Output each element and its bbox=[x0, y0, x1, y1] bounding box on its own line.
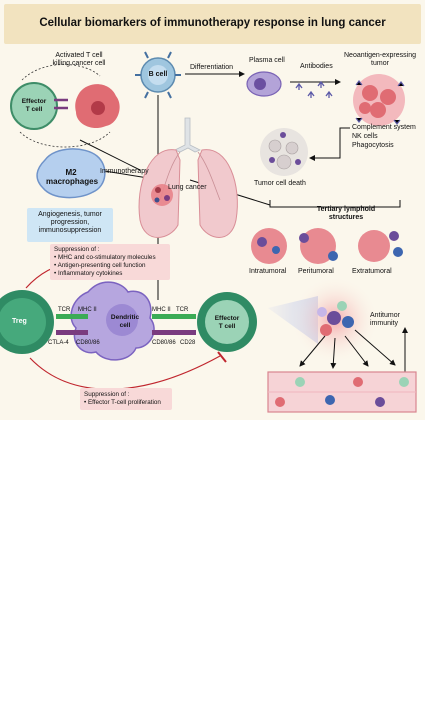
mhc-ii-right-label: MHC II bbox=[152, 307, 171, 313]
cd28-label: CD28 bbox=[180, 340, 196, 346]
effector-t-cell-killing-illustration bbox=[10, 64, 120, 148]
tcr-right-label: TCR bbox=[176, 307, 189, 313]
extratumoral-label: Extratumoral bbox=[352, 268, 392, 275]
figure-title: Cellular biomarkers of immunotherapy res… bbox=[39, 17, 386, 29]
suppression-box-bottom: Suppression of : • Effector T-cell proli… bbox=[80, 388, 172, 410]
ctla4-label: CTLA-4 bbox=[48, 340, 69, 346]
effector-t-cell-bottom-illustration bbox=[197, 292, 257, 352]
tls-peritumoral-illustration bbox=[299, 228, 338, 264]
suppression-box-top: Suppression of : • MHC and co-stimulator… bbox=[50, 244, 170, 280]
antitumor-immunity-label: Antitumor immunity bbox=[370, 312, 400, 327]
receptor-illustration bbox=[56, 314, 196, 335]
tls-extratumoral-illustration bbox=[358, 230, 403, 262]
tumor-cell-death-illustration bbox=[260, 128, 308, 176]
treg-label: Treg bbox=[12, 318, 27, 325]
cd80-86-right-label: CD80/86 bbox=[152, 340, 176, 346]
nk-cells-label: NK cells bbox=[352, 133, 378, 140]
suppression-top-title: Suppression of : bbox=[54, 246, 100, 253]
peritumoral-label: Peritumoral bbox=[298, 268, 334, 275]
antibodies-illustration bbox=[295, 80, 333, 98]
dendritic-cell-illustration bbox=[70, 281, 155, 361]
lung-cancer-label: Lung cancer bbox=[168, 184, 207, 191]
plasma-cell-label: Plasma cell bbox=[249, 57, 285, 64]
suppression-top-item: • Antigen-presenting cell function bbox=[54, 262, 146, 269]
title-bar: Cellular biomarkers of immunotherapy res… bbox=[4, 4, 421, 44]
plasma-cell-illustration bbox=[246, 71, 282, 97]
tls-intratumoral-illustration bbox=[251, 228, 287, 264]
angiogenesis-text: Angiogenesis, tumor progression, immunos… bbox=[38, 211, 102, 234]
tcr-left-label: TCR bbox=[58, 307, 71, 313]
phagocytosis-label: Phagocytosis bbox=[352, 142, 394, 149]
b-cell-illustration bbox=[135, 51, 181, 99]
tls-title: Tertiary lymphoid structures bbox=[316, 206, 376, 221]
neoantigen-tumor-label: Neoantigen-expressing tumor bbox=[344, 52, 416, 67]
suppression-top-item: • Inflammatory cytokines bbox=[54, 270, 123, 277]
treg-cell-illustration bbox=[0, 290, 54, 354]
tls-zoom-illustration bbox=[268, 276, 408, 375]
m2-macrophage-illustration bbox=[36, 148, 106, 199]
differentiation-label: Differentiation bbox=[190, 64, 234, 71]
suppression-bottom-item: • Effector T-cell proliferation bbox=[84, 399, 161, 406]
figure-panel: Cellular biomarkers of immunotherapy res… bbox=[0, 0, 425, 420]
neoantigen-tumor-illustration bbox=[353, 74, 405, 126]
activated-t-cell-label: Activated T cell killing cancer cell bbox=[52, 52, 106, 67]
mhc-ii-left-label: MHC II bbox=[78, 307, 97, 313]
lungs-illustration bbox=[138, 117, 238, 238]
immunotherapy-label: Immunotherapy bbox=[100, 168, 149, 175]
b-cell-label: B cell bbox=[148, 71, 168, 78]
complement-system-label: Complement system bbox=[352, 124, 416, 131]
suppression-bottom-title: Suppression of : bbox=[84, 391, 130, 398]
intratumoral-label: Intratumoral bbox=[249, 268, 287, 275]
effector-t-cell-bottom-label: Effector T cell bbox=[214, 315, 240, 330]
m2-macrophages-label: M2 macrophages bbox=[46, 168, 99, 186]
angiogenesis-box: Angiogenesis, tumor progression, immunos… bbox=[27, 208, 113, 242]
tumor-cell-death-label: Tumor cell death bbox=[254, 180, 306, 187]
antibodies-label: Antibodies bbox=[300, 63, 333, 70]
diagram-graphics bbox=[0, 51, 417, 413]
blood-vessel-illustration bbox=[267, 371, 417, 413]
effector-t-cell-top-label: Effector T cell bbox=[21, 98, 47, 113]
dendritic-cell-label: Dendritic cell bbox=[110, 314, 140, 329]
cd80-86-left-label: CD80/86 bbox=[76, 340, 100, 346]
suppression-top-item: • MHC and co-stimulatory molecules bbox=[54, 254, 156, 261]
